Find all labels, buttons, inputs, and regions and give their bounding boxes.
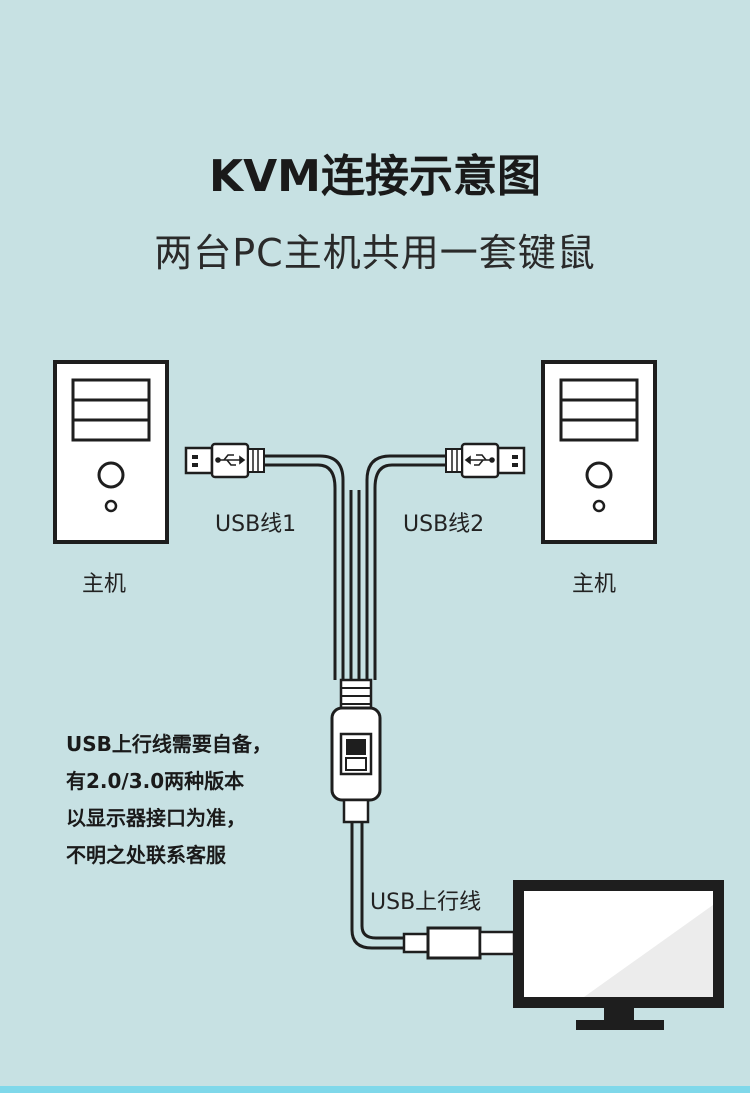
usb-symbol-icon <box>215 454 246 466</box>
usb2-label: USB线2 <box>403 512 485 537</box>
uplink-label: USB上行线 <box>370 890 482 915</box>
usb-uplink-cable <box>350 822 406 950</box>
host-left-label: 主机 <box>82 572 127 597</box>
diagram-subtitle: 两台PC主机共用一套键鼠 <box>154 231 596 275</box>
usb-symbol-icon <box>464 454 495 466</box>
usb1-label: USB线1 <box>215 512 297 537</box>
usb-uplink-plug-icon <box>402 926 516 960</box>
note-line: 以显示器接口为准， <box>66 806 246 830</box>
pc-tower-right-icon <box>541 360 657 544</box>
host-right-label: 主机 <box>572 572 617 597</box>
uplink-note: USB上行线需要自备， 有2.0/3.0两种版本 以显示器接口为准， 不明之处联… <box>66 726 272 874</box>
monitor-icon <box>513 880 724 1030</box>
kvm-switch-icon <box>330 678 382 824</box>
note-line: 有2.0/3.0两种版本 <box>66 769 245 793</box>
usb-cable-y-split <box>264 454 446 680</box>
diagram-title: KVM连接示意图 <box>209 151 541 202</box>
note-line: USB上行线需要自备， <box>66 732 272 756</box>
usb-plug-right-icon <box>445 442 526 479</box>
pc-tower-left-icon <box>53 360 169 544</box>
usb-plug-left-icon <box>184 442 265 479</box>
bottom-accent-strip <box>0 1086 750 1093</box>
note-line: 不明之处联系客服 <box>66 843 226 867</box>
